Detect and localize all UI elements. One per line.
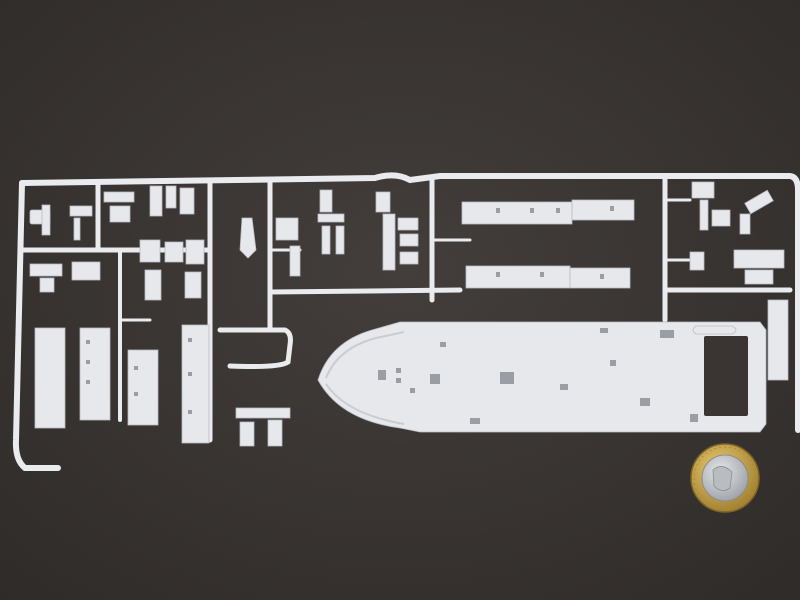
small-parts-center	[235, 189, 419, 447]
one-euro-coin	[690, 443, 760, 513]
deck-opening	[704, 336, 748, 416]
deckhouse-wall-parts	[461, 199, 635, 289]
sprue-frame	[12, 172, 800, 471]
small-parts-left	[29, 185, 205, 301]
small-parts-right	[689, 181, 789, 381]
ship-deck-part	[317, 321, 767, 433]
panel-parts	[34, 324, 210, 444]
